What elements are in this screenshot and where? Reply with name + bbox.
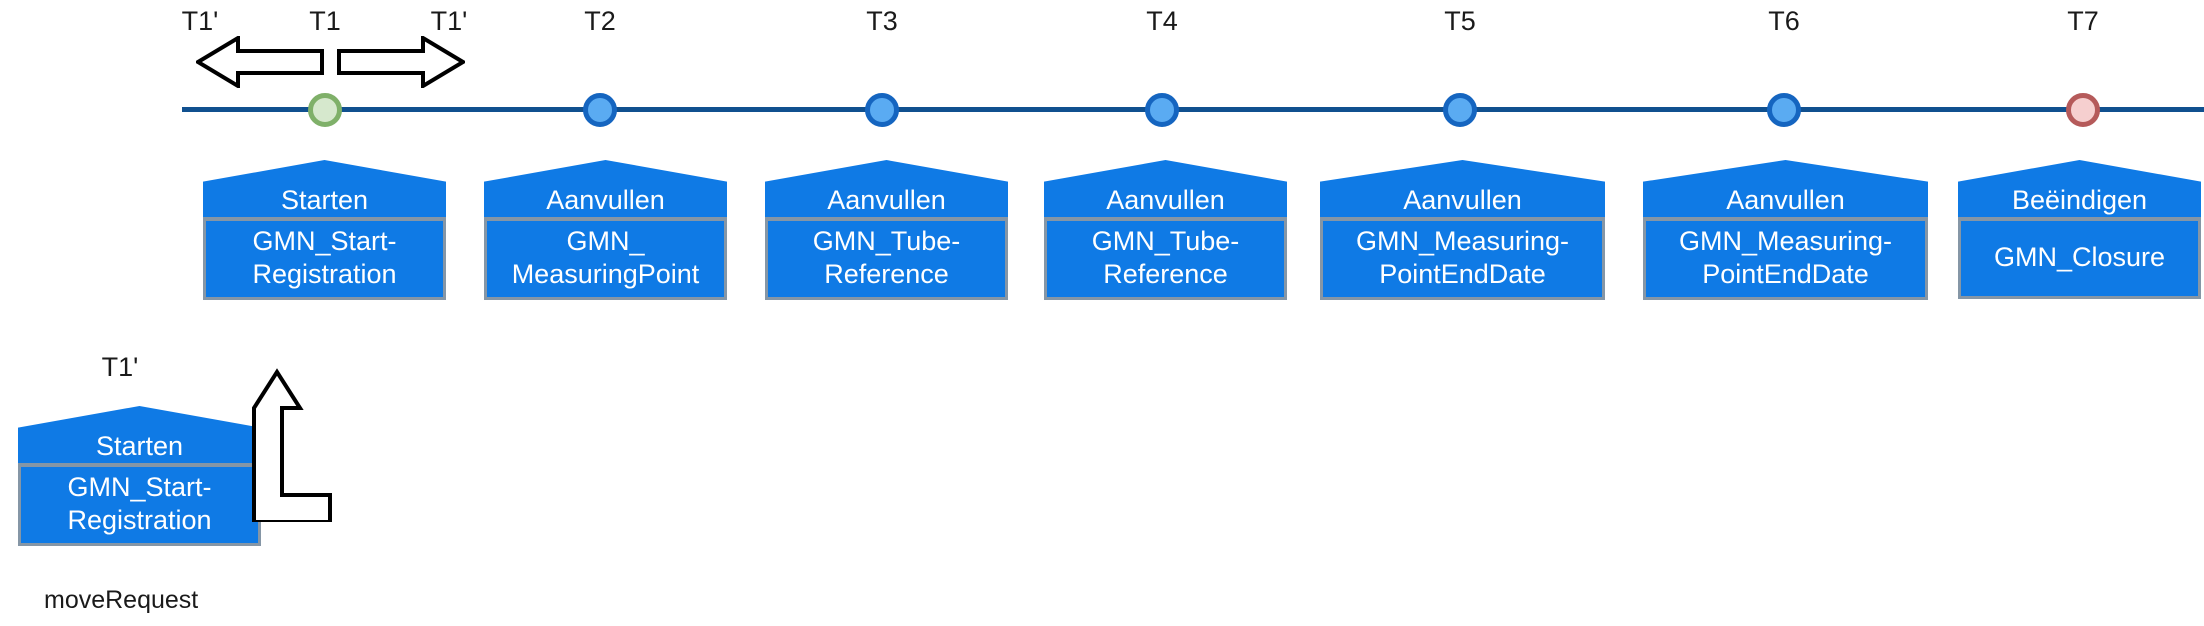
message-divider <box>203 217 446 221</box>
message-header-label: Aanvullen <box>546 185 665 215</box>
tick-label-t7: T7 <box>2067 6 2099 36</box>
timeline-node-t3[interactable] <box>865 93 899 127</box>
timeline-node-t4[interactable] <box>1145 93 1179 127</box>
message-divider <box>18 463 261 467</box>
message-header-label: Aanvullen <box>1726 185 1845 215</box>
timeline-node-t7[interactable] <box>2066 93 2100 127</box>
message-header-t3: Aanvullen <box>765 160 1008 217</box>
message-header-t5: Aanvullen ... <box>1320 160 1605 217</box>
tick-label-t1-center: T1 <box>309 6 341 36</box>
message-header-label: Aanvullen <box>1106 185 1225 215</box>
message-box-t4[interactable]: Aanvullen GMN_Tube- Reference <box>1044 160 1287 300</box>
message-box-t1[interactable]: Starten GMN_Start- Registration <box>203 160 446 300</box>
tick-label-t6: T6 <box>1768 6 1800 36</box>
ellipsis-icon: ... <box>1552 207 1579 218</box>
message-header-t2: Aanvullen <box>484 160 727 217</box>
message-box-t5[interactable]: Aanvullen ... GMN_Measuring- PointEndDat… <box>1320 160 1605 300</box>
message-header-label: Starten <box>95 431 184 461</box>
right-arrow-icon <box>337 34 467 90</box>
tick-label-t4: T4 <box>1146 6 1178 36</box>
timeline-node-t6[interactable] <box>1767 93 1801 127</box>
message-body-label: GMN_Start- Registration <box>252 226 397 289</box>
message-body-move-request: GMN_Start- Registration <box>18 467 261 546</box>
tick-label-t3: T3 <box>866 6 898 36</box>
message-body-t1: GMN_Start- Registration <box>203 221 446 300</box>
tick-label-t1-prime-left: T1' <box>181 6 219 36</box>
message-header-move-request: Starten <box>18 406 261 463</box>
message-body-t4: GMN_Tube- Reference <box>1044 221 1287 300</box>
message-box-t7[interactable]: Beëindigen GMN_Closure <box>1958 160 2201 299</box>
message-box-t6[interactable]: Aanvullen ... GMN_Measuring- PointEndDat… <box>1643 160 1928 300</box>
move-request-connector-arrow <box>230 312 360 524</box>
message-header-label: Aanvullen <box>1403 185 1522 215</box>
message-header-label: Aanvullen <box>827 185 946 215</box>
timeline-axis <box>182 107 2204 112</box>
message-header-t6: Aanvullen ... <box>1643 160 1928 217</box>
message-divider <box>1958 217 2201 221</box>
message-body-label: GMN_Closure <box>1993 242 2166 272</box>
message-body-label: GMN_ MeasuringPoint <box>511 226 700 289</box>
timeline-node-t2[interactable] <box>583 93 617 127</box>
message-body-label: GMN_Tube- Reference <box>812 226 961 289</box>
message-divider <box>765 217 1008 221</box>
tick-label-t5: T5 <box>1444 6 1476 36</box>
message-body-t5: GMN_Measuring- PointEndDate <box>1320 221 1605 300</box>
message-header-label: Starten <box>280 185 369 215</box>
message-body-t2: GMN_ MeasuringPoint <box>484 221 727 300</box>
timeline-node-t1[interactable] <box>308 93 342 127</box>
timeline-node-t5[interactable] <box>1443 93 1477 127</box>
message-box-move-request[interactable]: Starten GMN_Start- Registration <box>18 406 261 546</box>
ellipsis-icon: ... <box>1875 207 1902 218</box>
tick-label-t1-prime-right: T1' <box>430 6 468 36</box>
message-divider <box>1044 217 1287 221</box>
message-body-t3: GMN_Tube- Reference <box>765 221 1008 300</box>
message-body-label: GMN_Start- Registration <box>67 472 212 535</box>
message-divider <box>1643 217 1928 221</box>
message-header-t4: Aanvullen <box>1044 160 1287 217</box>
message-header-t7: Beëindigen <box>1958 160 2201 217</box>
message-header-label: Beëindigen <box>2011 185 2148 215</box>
left-arrow-icon <box>194 34 324 90</box>
message-body-label: GMN_Measuring- PointEndDate <box>1678 226 1893 289</box>
message-box-t2[interactable]: Aanvullen GMN_ MeasuringPoint <box>484 160 727 300</box>
tick-label-t2: T2 <box>584 6 616 36</box>
move-request-caption: moveRequest <box>44 586 199 614</box>
message-body-t7: GMN_Closure <box>1958 221 2201 299</box>
message-body-label: GMN_Measuring- PointEndDate <box>1355 226 1570 289</box>
tick-label-t1-prime-callout: T1' <box>101 352 139 382</box>
message-body-t6: GMN_Measuring- PointEndDate <box>1643 221 1928 300</box>
message-box-t3[interactable]: Aanvullen GMN_Tube- Reference <box>765 160 1008 300</box>
message-body-label: GMN_Tube- Reference <box>1091 226 1240 289</box>
message-divider <box>1320 217 1605 221</box>
message-divider <box>484 217 727 221</box>
message-header-t1: Starten <box>203 160 446 217</box>
